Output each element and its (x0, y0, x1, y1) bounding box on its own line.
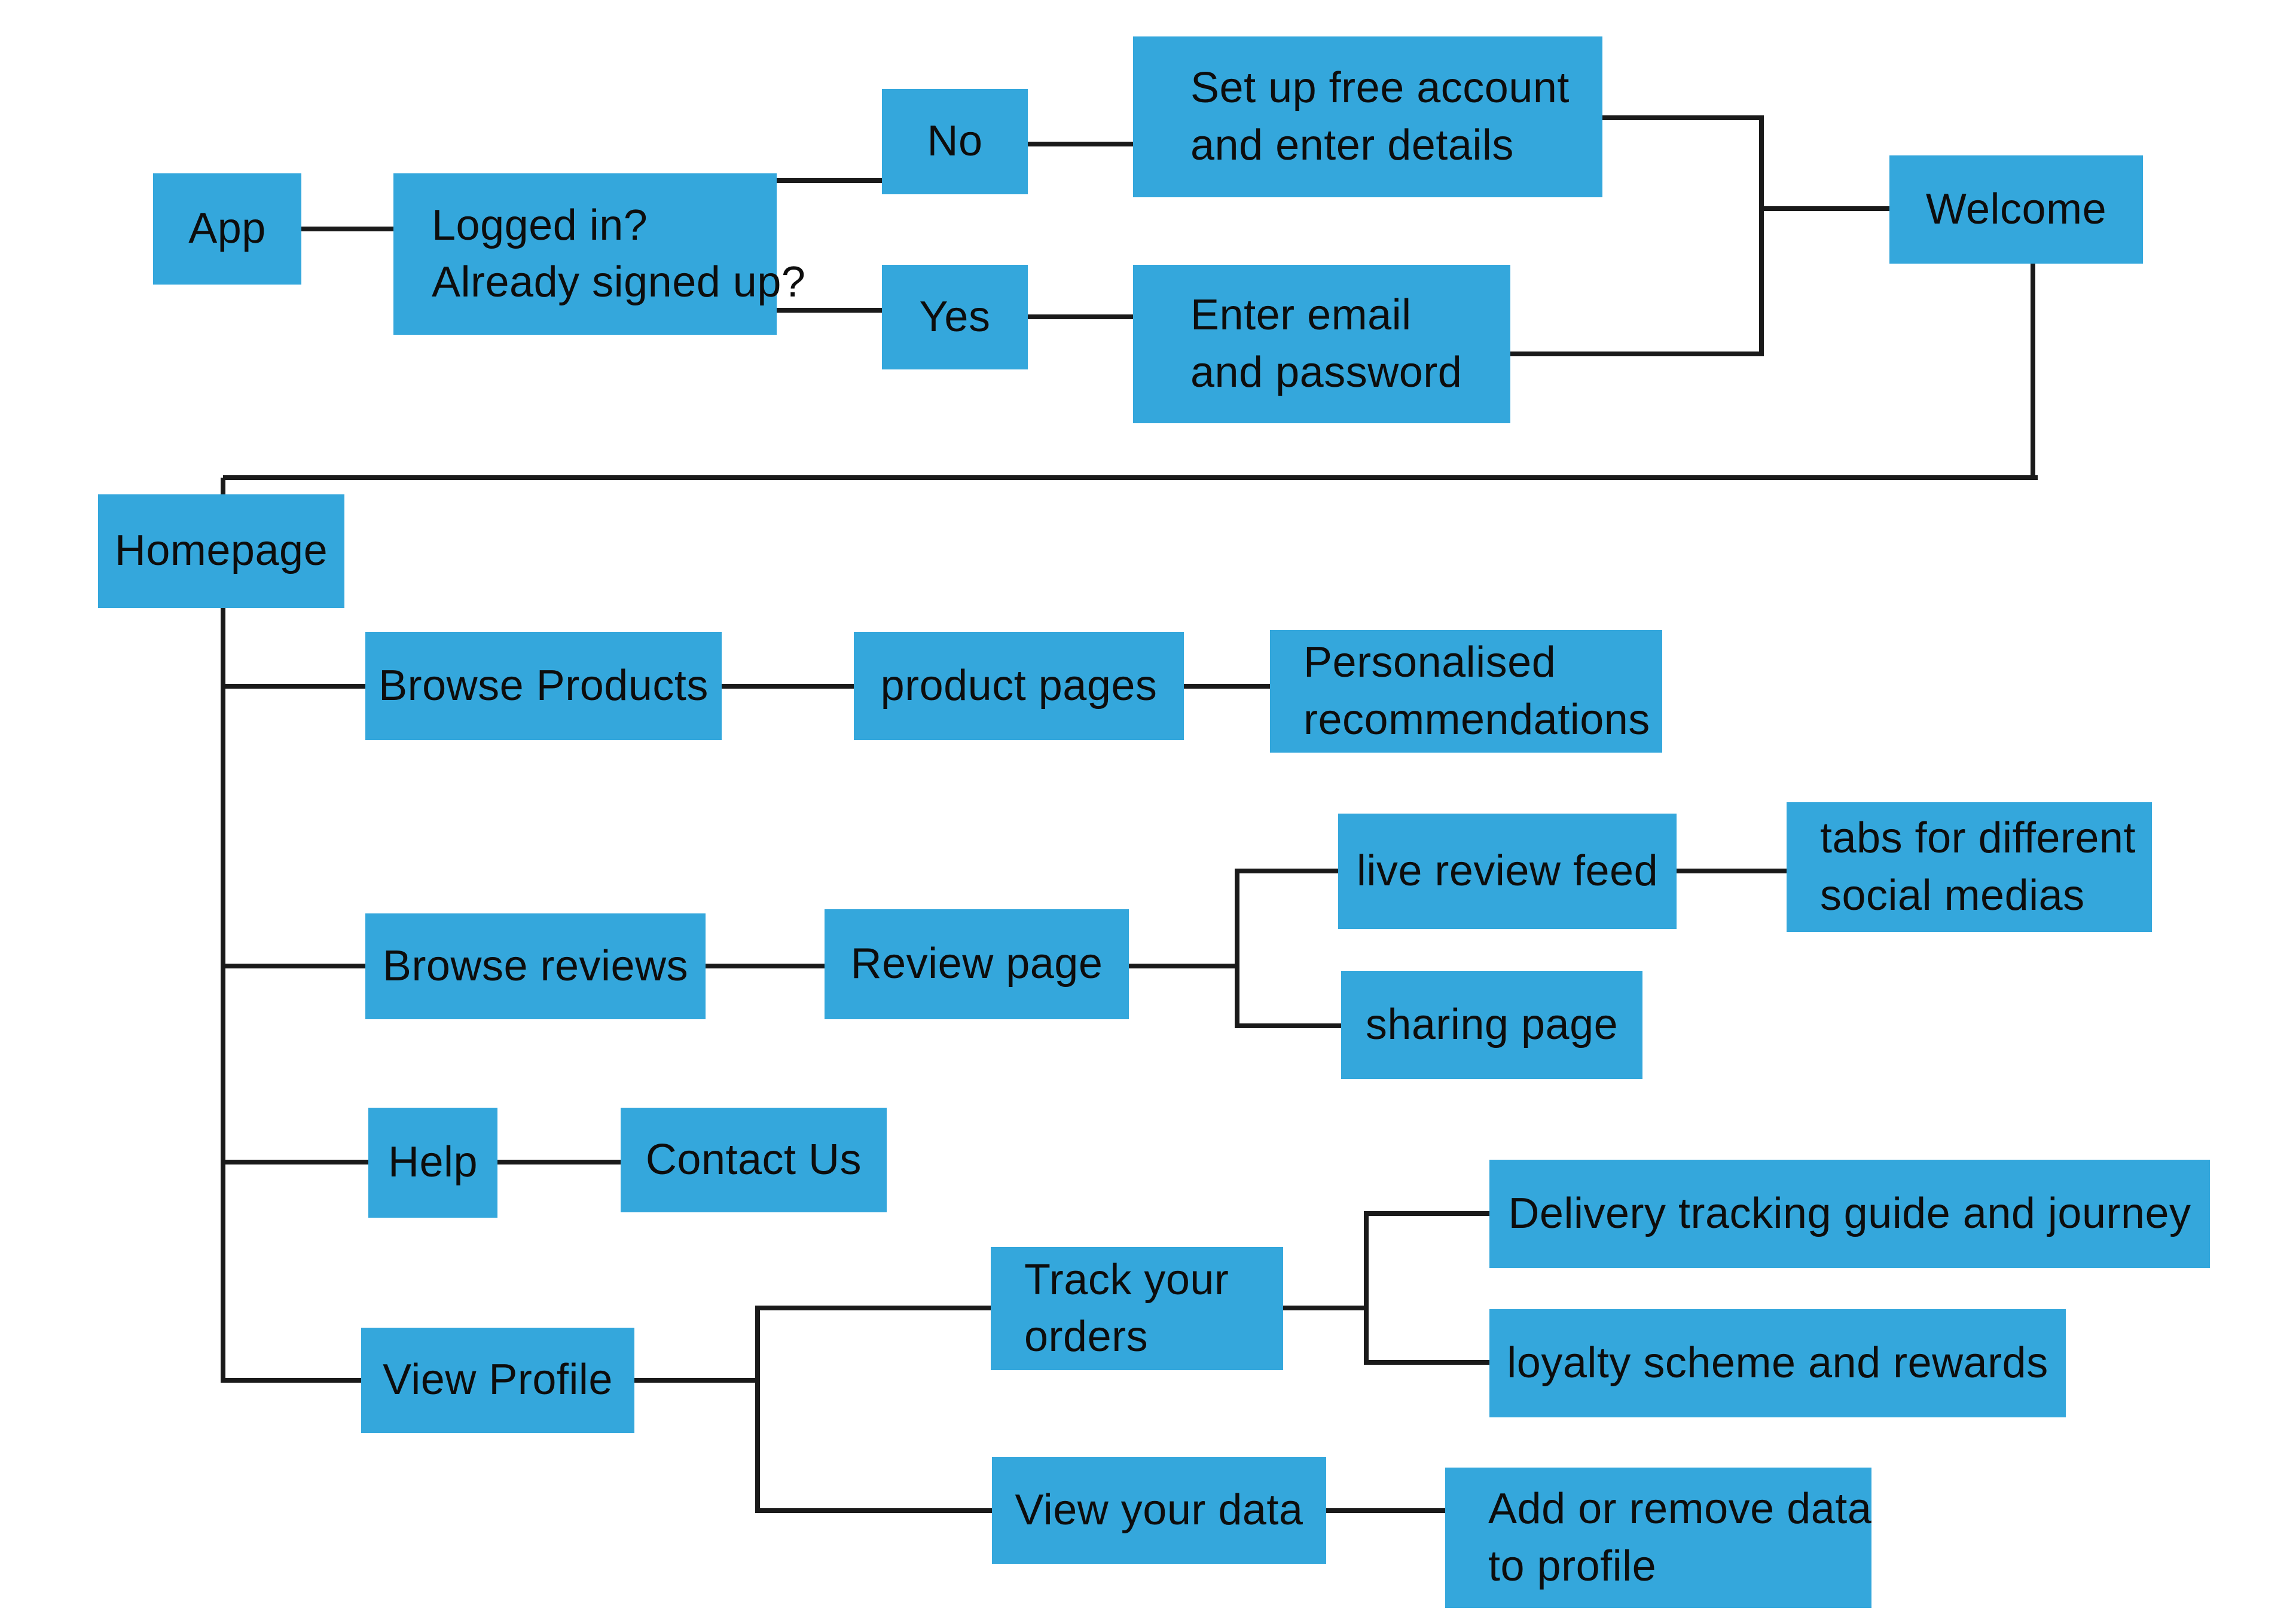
connector-no-to-setup (1028, 142, 1133, 146)
node-view-your-data: View your data (992, 1457, 1326, 1564)
node-track-your-orders: Track your orders (991, 1247, 1283, 1370)
node-setup-account: Set up free account and enter details (1133, 36, 1602, 197)
node-browse-products: Browse Products (365, 632, 722, 740)
node-browse-products-label-line-0: Browse Products (378, 661, 709, 710)
connector-setup-to-merge (1602, 115, 1764, 120)
node-view-your-data-label-line-0: View your data (1015, 1486, 1303, 1534)
connector-orders-split-vertical (1364, 1211, 1369, 1365)
connector-merge-to-welcome (1761, 206, 1889, 211)
node-no: No (882, 89, 1028, 194)
node-yes-label-line-0: Yes (919, 292, 991, 341)
connector-yes-to-enteremail (1028, 314, 1133, 319)
node-homepage: Homepage (98, 494, 344, 608)
node-enter-email-label-line-0: Enter email (1190, 291, 1412, 340)
connector-loggedin-to-yes (777, 308, 882, 313)
node-logged-in-label-line-0: Logged in? (432, 201, 648, 249)
connector-welcome-to-homepage (223, 475, 2038, 480)
node-loyalty-scheme-label-line-0: loyalty scheme and rewards (1507, 1338, 2048, 1387)
node-contact-us: Contact Us (621, 1108, 887, 1212)
connector-trackorders-to-split (1283, 1306, 1369, 1310)
connector-split-to-viewdata (758, 1508, 992, 1513)
node-browse-reviews-label-line-0: Browse reviews (382, 942, 689, 990)
node-delivery-tracking: Delivery tracking guide and journey (1489, 1160, 2210, 1268)
connector-productpages-to-personalised (1184, 684, 1270, 689)
node-add-remove-data: Add or remove data to profile (1445, 1468, 1871, 1608)
node-enter-email-label-line-1: and password (1190, 348, 1463, 396)
node-product-pages: product pages (854, 632, 1184, 740)
connector-split-to-sharing (1237, 1023, 1341, 1028)
node-tabs-social-medias: tabs for different social medias (1787, 802, 2152, 932)
node-enter-email: Enter email and password (1133, 265, 1510, 423)
connector-split-to-trackorders (758, 1306, 991, 1310)
node-app: App (153, 173, 301, 285)
connector-homepage-spine (221, 478, 225, 1383)
node-add-remove-data-label-line-1: to profile (1488, 1542, 1657, 1590)
connector-livefeed-to-tabs (1677, 869, 1787, 873)
node-tabs-social-medias-label-line-0: tabs for different (1820, 814, 2136, 863)
connector-split-to-delivery (1366, 1211, 1489, 1216)
node-help-label-line-0: Help (387, 1138, 478, 1187)
node-live-review-feed-label-line-0: live review feed (1356, 846, 1659, 895)
connector-welcome-down (2031, 264, 2035, 480)
node-yes: Yes (882, 265, 1028, 369)
connector-profile-split-vertical (755, 1306, 760, 1513)
node-contact-us-label-line-0: Contact Us (645, 1135, 862, 1184)
node-view-profile: View Profile (361, 1328, 634, 1433)
node-app-label-line-0: App (188, 204, 266, 253)
connector-loggedin-to-no (777, 178, 882, 183)
node-setup-account-label-line-1: and enter details (1190, 121, 1514, 169)
connector-split-to-livefeed (1237, 869, 1338, 873)
connector-app-to-loggedin (301, 227, 393, 231)
connector-merge-vertical (1759, 115, 1764, 356)
node-loyalty-scheme: loyalty scheme and rewards (1489, 1309, 2066, 1417)
node-personalised-recommendations: Personalised recommendations (1270, 630, 1662, 753)
node-delivery-tracking-label-line-0: Delivery tracking guide and journey (1508, 1189, 2191, 1237)
node-logged-in: Logged in? Already signed up? (393, 173, 805, 335)
connector-split-to-loyalty (1366, 1360, 1489, 1365)
node-personalised-recommendations-label-line-0: Personalised (1303, 638, 1556, 687)
node-track-your-orders-label-line-0: Track your (1024, 1255, 1229, 1304)
connector-spine-to-help (223, 1160, 368, 1164)
node-help: Help (368, 1108, 497, 1218)
node-tabs-social-medias-label-line-1: social medias (1820, 871, 2085, 919)
node-product-pages-label-line-0: product pages (880, 661, 1158, 710)
connector-browseproducts-to-productpages (722, 684, 854, 689)
node-review-page-label-line-0: Review page (850, 940, 1103, 988)
connector-review-split-vertical (1235, 869, 1239, 1028)
node-add-remove-data-label-line-0: Add or remove data (1488, 1485, 1872, 1533)
connector-reviewpage-to-split (1129, 964, 1239, 968)
node-homepage-label-line-0: Homepage (114, 527, 328, 575)
node-personalised-recommendations-label-line-1: recommendations (1303, 695, 1650, 744)
node-sharing-page-label-line-0: sharing page (1365, 1000, 1619, 1049)
connector-spine-to-browsereviews (223, 964, 365, 968)
connector-viewdata-to-addremove (1326, 1508, 1445, 1513)
node-review-page: Review page (825, 909, 1129, 1019)
node-sharing-page: sharing page (1341, 971, 1642, 1079)
node-track-your-orders-label-line-1: orders (1024, 1313, 1149, 1361)
node-setup-account-label-line-0: Set up free account (1190, 64, 1570, 112)
connector-browsereviews-to-reviewpage (706, 964, 825, 968)
connector-spine-to-browseproducts (223, 684, 365, 689)
connector-viewprofile-to-split (634, 1378, 760, 1383)
node-live-review-feed: live review feed (1338, 814, 1677, 929)
node-no-label-line-0: No (927, 117, 983, 166)
node-welcome-label-line-0: Welcome (1925, 185, 2107, 233)
connector-help-to-contact (497, 1160, 621, 1164)
connector-enteremail-to-merge (1510, 352, 1764, 356)
node-welcome: Welcome (1889, 155, 2143, 264)
node-browse-reviews: Browse reviews (365, 913, 706, 1019)
node-view-profile-label-line-0: View Profile (383, 1356, 613, 1404)
connector-spine-to-viewprofile (223, 1378, 361, 1383)
node-logged-in-label-line-1: Already signed up? (432, 258, 806, 306)
